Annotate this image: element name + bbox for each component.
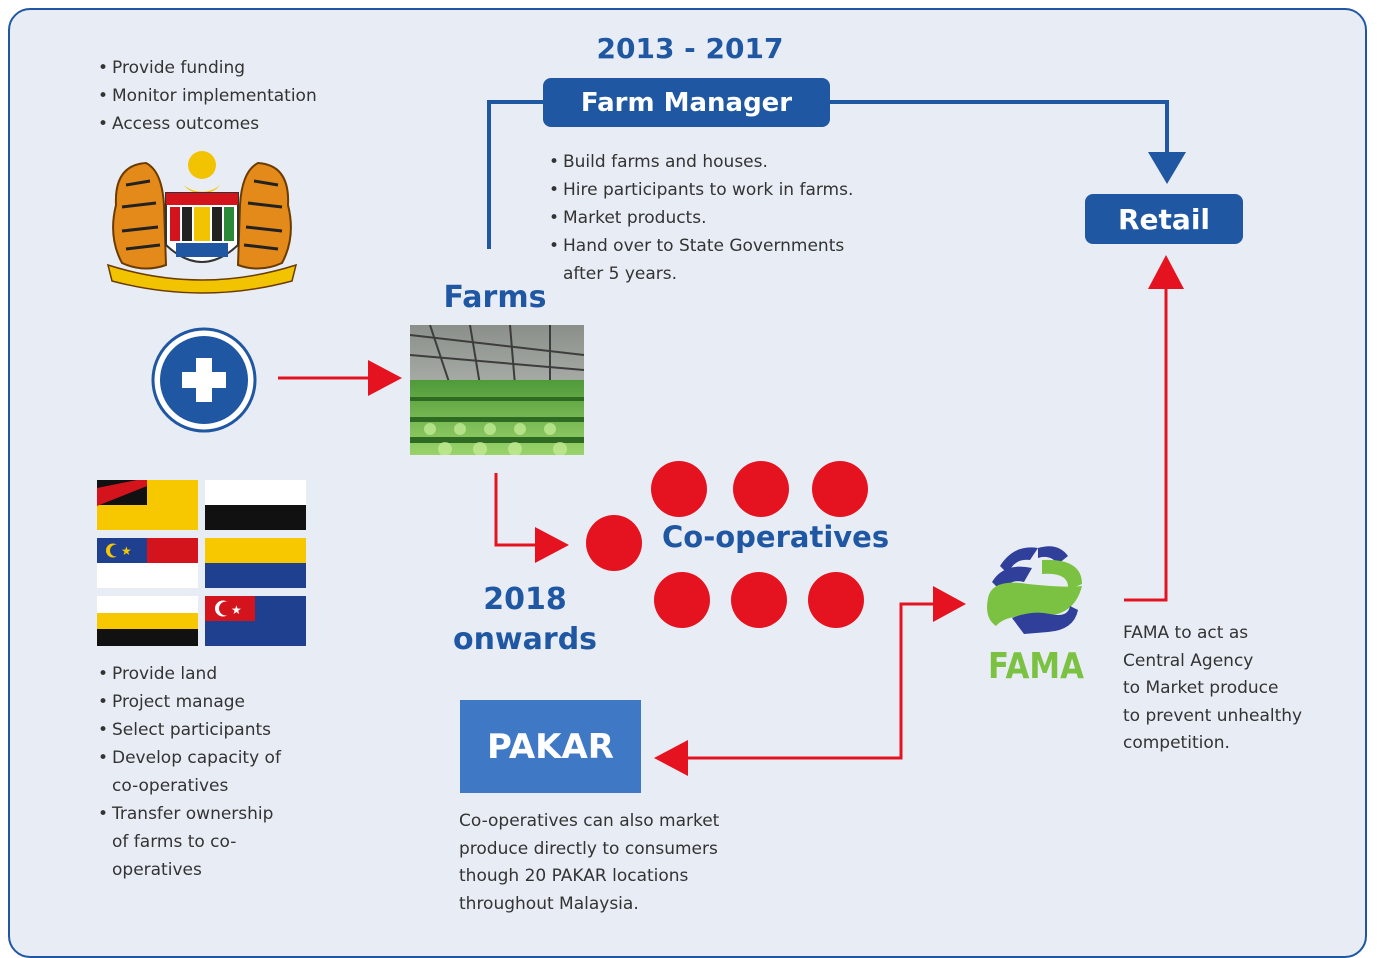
arrowhead-farms — [368, 360, 402, 396]
fama-description-line: to Market produce — [1123, 678, 1279, 698]
state-roles: Provide land Project manage Select parti… — [98, 660, 318, 884]
arrowhead-fama — [933, 586, 966, 622]
flag-white-black-icon — [205, 480, 306, 530]
melaka-flag-icon: ★ — [97, 538, 198, 588]
pahang-flag-icon — [205, 538, 306, 588]
farm-manager-box: Farm Manager — [543, 78, 830, 127]
government-role: Provide funding — [98, 54, 317, 82]
fama-description: FAMA to act as Central Agency to Market … — [1123, 620, 1333, 758]
fama-logo-icon: FAMA — [987, 546, 1084, 684]
arrowhead-pakar — [654, 740, 688, 776]
pakar-description-line: throughout Malaysia. — [459, 893, 639, 914]
state-role: Provide land — [98, 660, 318, 688]
fama-description-line: Central Agency — [1123, 650, 1254, 671]
pakar-description: Co-operatives can also market produce di… — [459, 808, 779, 918]
state-role: Project manage — [98, 688, 318, 716]
johor-flag-icon: ★ — [205, 596, 306, 646]
state-role: Develop capacity of co-operatives — [98, 744, 302, 800]
greenhouse-photo-icon — [410, 325, 584, 455]
pakar-box: PAKAR — [460, 700, 641, 793]
pakar-description-line: though 20 PAKAR locations — [459, 866, 689, 886]
arrowhead-retail-up — [1148, 255, 1184, 289]
svg-text:★: ★ — [121, 544, 132, 558]
coat-of-arms-icon — [106, 151, 298, 294]
cooperative-dot — [654, 572, 710, 628]
cooperatives-period: 2018 onwards — [440, 580, 610, 660]
retail-box: Retail — [1085, 194, 1243, 244]
farm-manager-task: Market products. — [549, 204, 889, 232]
pakar-description-line: produce directly to consumers — [459, 838, 718, 859]
fama-description-line: FAMA to act as — [1123, 623, 1249, 643]
arrowhead-coops — [535, 527, 569, 563]
pakar-description-line: Co-operatives can also market — [459, 811, 720, 831]
plus-circle-icon — [151, 327, 257, 433]
cooperative-dot — [808, 572, 864, 628]
cooperative-dot — [733, 461, 789, 517]
farm-manager-period: 2013 - 2017 — [596, 32, 784, 65]
flag-yellow-black-white-icon — [97, 596, 198, 646]
cooperative-dot — [731, 572, 787, 628]
cooperatives-period-year: 2018 — [483, 582, 567, 617]
perlis-flag-icon — [97, 480, 198, 530]
farm-manager-task: Build farms and houses. — [549, 148, 889, 176]
cooperatives-period-suffix: onwards — [452, 622, 598, 657]
state-role: Transfer ownership of farms to co-operat… — [98, 800, 292, 884]
cooperatives-label: Co-operatives — [662, 520, 890, 554]
farms-label: Farms — [443, 280, 547, 315]
government-role: Access outcomes — [98, 110, 317, 138]
farm-manager-task: Hire participants to work in farms. — [549, 176, 889, 204]
cooperative-dot — [586, 515, 642, 571]
fama-logo-text: FAMA — [988, 646, 1084, 684]
state-role: Select participants — [98, 716, 318, 744]
connector-pakar-to-fama — [688, 602, 936, 760]
connector-fama-to-retail — [1124, 285, 1168, 602]
svg-text:★: ★ — [231, 603, 242, 617]
connector-manager-to-retail — [828, 100, 1169, 158]
farm-manager-tasks: Build farms and houses. Hire participant… — [549, 148, 889, 288]
arrowhead-retail-down — [1148, 152, 1186, 184]
government-role: Monitor implementation — [98, 82, 317, 110]
fama-description-line: to prevent unhealthy — [1123, 705, 1303, 726]
fama-description-line: competition. — [1123, 733, 1230, 753]
cooperative-dot — [651, 461, 707, 517]
connector-farms-to-manager — [487, 100, 545, 249]
government-roles: Provide funding Monitor implementation A… — [98, 54, 317, 138]
cooperative-dot — [812, 461, 868, 517]
connector-farms-to-coops — [494, 473, 538, 547]
farm-manager-task: Hand over to State Governments after 5 y… — [549, 232, 883, 288]
